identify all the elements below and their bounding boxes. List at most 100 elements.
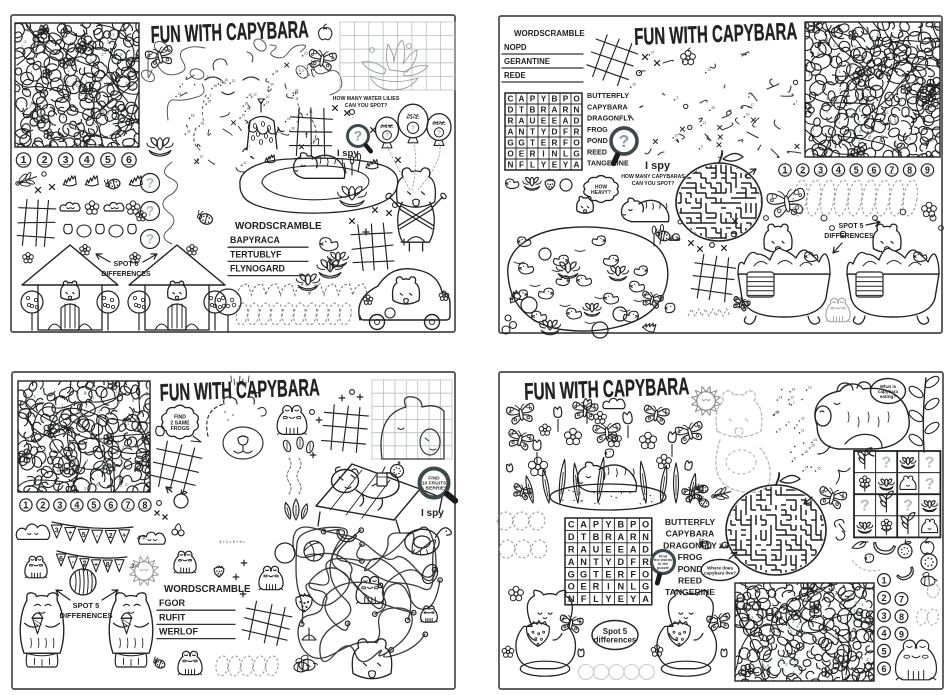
svg-text:5: 5 — [899, 102, 902, 107]
svg-text:5: 5 — [76, 83, 79, 88]
svg-text:34: 34 — [275, 70, 279, 74]
svg-text:DIFFERENCES: DIFFERENCES — [60, 611, 113, 620]
svg-text:FIND: FIND — [428, 476, 440, 482]
svg-text:SPOT 6: SPOT 6 — [114, 261, 139, 268]
svg-text:7: 7 — [315, 72, 317, 76]
svg-text:3: 3 — [854, 109, 857, 114]
svg-text:T: T — [581, 532, 587, 542]
svg-text:4: 4 — [824, 590, 827, 595]
svg-text:differences: differences — [594, 636, 637, 645]
svg-text:E: E — [519, 150, 525, 159]
svg-text:3: 3 — [785, 662, 788, 667]
svg-text:I spy: I spy — [337, 148, 359, 159]
svg-text:E: E — [552, 117, 558, 126]
svg-text:18: 18 — [776, 410, 780, 414]
svg-text:2: 2 — [84, 486, 87, 491]
svg-text:1: 1 — [24, 403, 27, 408]
svg-text:5: 5 — [889, 119, 892, 124]
svg-text:3: 3 — [63, 155, 69, 166]
svg-text:4: 4 — [858, 610, 861, 615]
svg-text:A: A — [574, 161, 580, 170]
svg-text:capybara live?: capybara live? — [704, 570, 736, 575]
svg-text:3: 3 — [761, 660, 764, 665]
svg-text:3: 3 — [826, 109, 829, 114]
svg-text:1: 1 — [119, 483, 122, 488]
svg-text:E: E — [618, 594, 624, 604]
svg-text:SPOT 5: SPOT 5 — [73, 601, 100, 610]
svg-text:G: G — [518, 139, 524, 148]
svg-text:L: L — [593, 594, 599, 604]
svg-text:5: 5 — [877, 32, 880, 37]
svg-text:3: 3 — [812, 127, 815, 132]
svg-text:2: 2 — [136, 423, 139, 428]
svg-text:3: 3 — [46, 73, 49, 78]
svg-text:5: 5 — [117, 67, 120, 72]
svg-text:CAN YOU SPOT?: CAN YOU SPOT? — [632, 181, 675, 187]
svg-text:P: P — [593, 520, 599, 530]
svg-text:3: 3 — [55, 528, 59, 535]
svg-text:B: B — [593, 532, 600, 542]
svg-text:33: 33 — [278, 130, 282, 134]
svg-text:& BERRIES: & BERRIES — [421, 485, 448, 491]
svg-text:6: 6 — [861, 98, 864, 103]
svg-text:13: 13 — [178, 92, 182, 96]
svg-text:Y: Y — [630, 594, 636, 604]
svg-text:3: 3 — [146, 391, 149, 396]
svg-text:3: 3 — [47, 40, 50, 45]
svg-text:1: 1 — [881, 576, 886, 586]
svg-text:BUTTERFLY: BUTTERFLY — [665, 517, 716, 527]
svg-text:L: L — [563, 150, 568, 159]
svg-text:2: 2 — [838, 637, 841, 642]
svg-text:R: R — [630, 532, 637, 542]
svg-text:5: 5 — [782, 668, 785, 673]
svg-text:4: 4 — [897, 117, 900, 122]
svg-text:R: R — [563, 106, 569, 115]
svg-text:5: 5 — [854, 44, 857, 49]
svg-text:2: 2 — [838, 120, 841, 125]
svg-text:R: R — [574, 128, 580, 137]
svg-text:1: 1 — [816, 638, 819, 643]
svg-text:6: 6 — [859, 108, 862, 113]
svg-text:D: D — [617, 557, 624, 567]
svg-text:6: 6 — [95, 71, 98, 76]
svg-text:1: 1 — [771, 602, 774, 607]
svg-text:4: 4 — [881, 629, 886, 639]
svg-text:L: L — [630, 582, 636, 592]
svg-text:5: 5 — [796, 424, 798, 428]
svg-text:B: B — [552, 95, 558, 104]
svg-text:HOW MANY CAPYBARAS: HOW MANY CAPYBARAS — [621, 174, 685, 180]
svg-text:FROGS: FROGS — [171, 426, 190, 432]
svg-text:C: C — [508, 95, 514, 104]
svg-text:2: 2 — [34, 416, 37, 421]
svg-text:GERANTINE: GERANTINE — [504, 57, 550, 66]
svg-text:5: 5 — [74, 104, 77, 109]
svg-text:N: N — [519, 128, 525, 137]
svg-text:?: ? — [903, 498, 913, 515]
svg-text:R: R — [605, 532, 612, 542]
svg-text:6: 6 — [817, 51, 820, 56]
svg-text:3: 3 — [809, 100, 812, 105]
svg-text:2: 2 — [886, 110, 889, 115]
svg-text:5: 5 — [788, 625, 791, 630]
svg-text:5: 5 — [299, 69, 301, 73]
svg-text:2: 2 — [95, 93, 98, 98]
svg-text:DRAGONFLY: DRAGONFLY — [587, 114, 632, 123]
svg-text:A: A — [508, 128, 514, 137]
svg-text:1: 1 — [21, 44, 24, 49]
svg-text:1: 1 — [68, 63, 71, 68]
svg-text:8: 8 — [907, 165, 912, 175]
svg-text:6: 6 — [84, 390, 87, 395]
svg-text:3: 3 — [814, 616, 817, 621]
svg-text:6: 6 — [117, 439, 120, 444]
svg-text:I: I — [542, 150, 544, 159]
svg-text:?: ? — [860, 498, 870, 515]
svg-text:TANGERINE: TANGERINE — [587, 159, 629, 168]
svg-text:T: T — [530, 128, 535, 137]
svg-text:4: 4 — [79, 136, 82, 141]
svg-text:2: 2 — [116, 451, 119, 456]
svg-text:I: I — [607, 582, 610, 592]
svg-text:5: 5 — [899, 66, 902, 71]
svg-text:1: 1 — [768, 587, 771, 592]
svg-text:E: E — [605, 569, 611, 579]
svg-text:4: 4 — [864, 69, 867, 74]
